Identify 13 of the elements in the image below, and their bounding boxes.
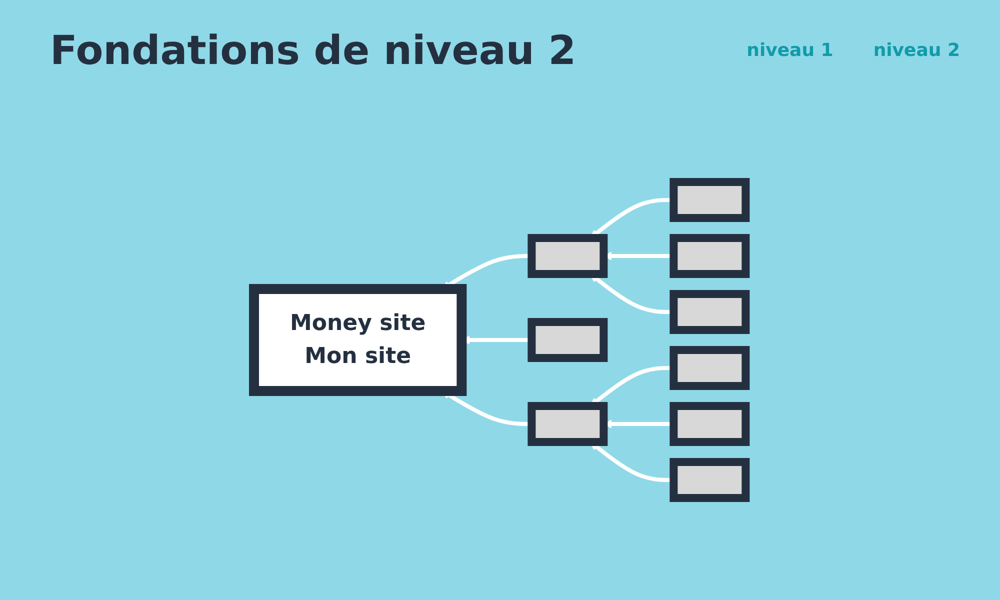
node-box (670, 290, 750, 334)
node-box (670, 402, 750, 446)
node-box (670, 458, 750, 502)
column-label: niveau 2 (873, 40, 960, 61)
node-box (670, 346, 750, 390)
title: Fondations de niveau 2 (50, 28, 576, 74)
node-box (670, 178, 750, 222)
node-box (670, 234, 750, 278)
node-box (528, 402, 608, 446)
node-box: Money site Mon site (249, 284, 467, 396)
node-box (528, 234, 608, 278)
node-box (528, 318, 608, 362)
column-label: niveau 1 (746, 40, 834, 61)
